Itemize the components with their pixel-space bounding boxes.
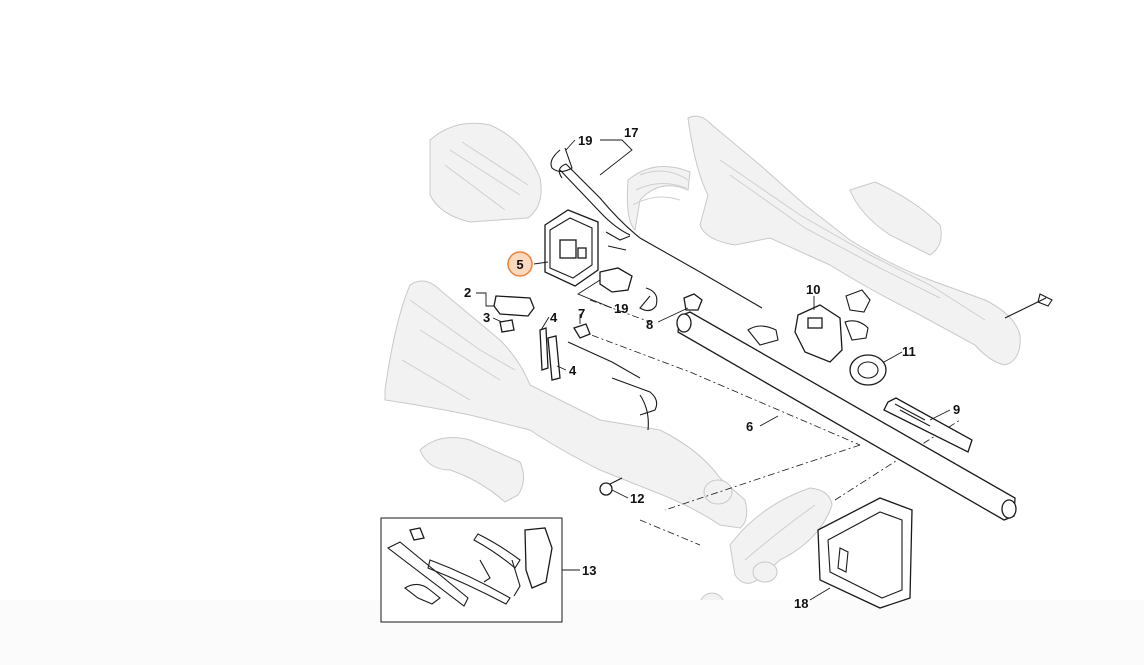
part-6-drive-tube [676,311,1017,521]
part-throttle-trigger [611,377,658,431]
part-4-upper [539,327,549,371]
ghost-housings [0,115,1144,665]
callout-5[interactable]: 5 [516,257,523,272]
bottom-fade [0,600,1144,665]
callout-11[interactable]: 11 [902,344,916,359]
leader-lines [476,139,951,601]
callout-2[interactable]: 2 [464,285,471,300]
callout-8[interactable]: 8 [646,317,653,332]
ghost-grip [419,437,524,503]
callout-labels: 19 17 5 2 3 4 4 7 19 8 10 11 9 6 12 13 1… [464,125,960,611]
part-bolt [1004,293,1053,319]
part-5-switch-housing [544,209,631,287]
callout-19-upper[interactable]: 19 [578,133,592,148]
ghost-lower-housing [384,280,748,529]
part-11-ring [849,354,887,386]
callout-19-lower[interactable]: 19 [614,301,628,316]
callout-12[interactable]: 17 [624,125,638,140]
ghost-handle-loop [729,487,833,584]
part-7-clip [573,323,591,339]
callout-4-upper[interactable]: 4 [550,310,558,325]
callout-5-highlighted[interactable]: 5 [507,251,533,277]
callout-17[interactable]: 12 [630,491,644,506]
ghost-small-cover [849,181,942,256]
part-3-spring [499,319,515,333]
part-19-cable-tie-lower [639,287,658,312]
part-4-lower [547,335,561,381]
part-19-cable-tie-upper [550,147,573,173]
kit-13-inset [380,517,563,623]
parts [493,147,1053,609]
callout-10[interactable]: 10 [806,282,820,297]
callout-9[interactable]: 9 [953,402,960,417]
callout-18[interactable]: 18 [794,596,808,611]
part-9-drive-shaft [883,397,973,453]
part-connector [599,267,633,293]
part-2-lever [493,295,535,317]
part-8-cap [683,293,703,311]
callout-13[interactable]: 13 [582,563,596,578]
ghost-rib-cover [626,166,691,232]
part-10-clamp [747,289,871,363]
callout-4-lower[interactable]: 4 [569,363,577,378]
callout-6[interactable]: 6 [746,419,753,434]
part-17-screw [599,477,623,496]
ghost-right-housing [687,115,1021,366]
callout-3[interactable]: 3 [483,310,490,325]
callout-7[interactable]: 7 [578,306,585,321]
callout-5-highlight-ring [507,251,533,277]
part-18-guard [817,497,913,609]
